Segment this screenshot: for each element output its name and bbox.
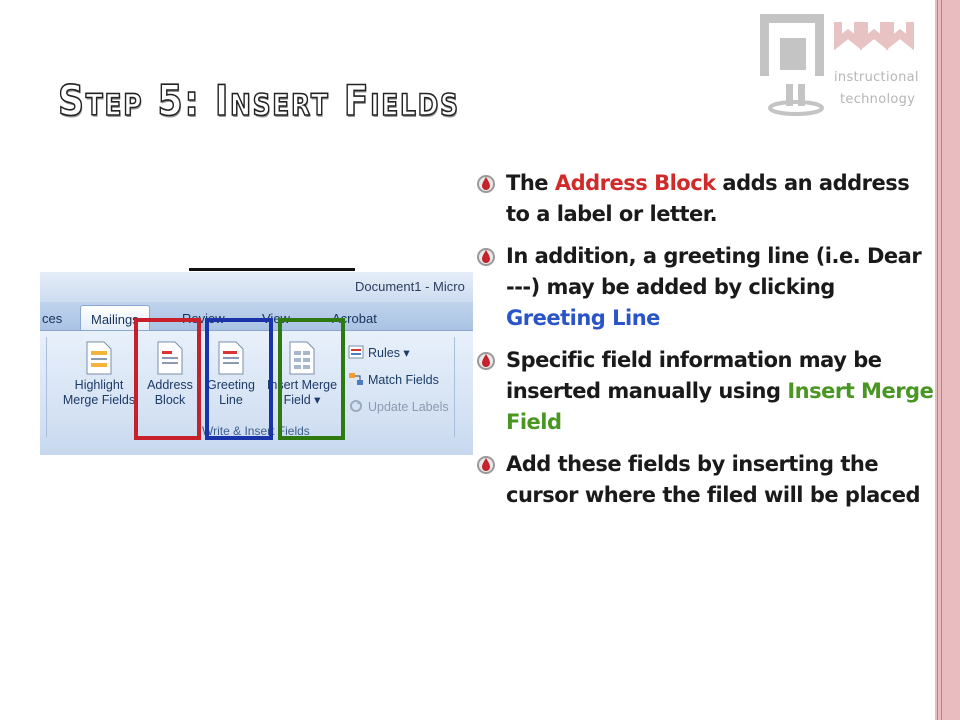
insert-merge-label-line1: Insert Merge — [266, 378, 338, 392]
bullet-1-post: adds an address to a label or letter. — [506, 171, 910, 226]
ribbon-tab-bar: ces Mailings Review View Acrobat — [40, 302, 473, 330]
insert-merge-field-button[interactable]: Insert Merge Field ▾ — [260, 341, 344, 408]
document-title: Document1 - Micro — [355, 279, 465, 294]
address-block-icon — [157, 341, 183, 375]
address-label-line1: Address — [147, 378, 193, 392]
address-block-highlight-box — [134, 318, 201, 440]
tab-mailings[interactable]: Mailings — [80, 305, 150, 330]
tab-view[interactable]: View — [262, 311, 290, 326]
greeting-label-line2: Line — [219, 393, 243, 407]
address-block-button[interactable]: Address Block — [138, 341, 202, 408]
bullet-greeting-line: In addition, a greeting line (i.e. Dear … — [476, 241, 936, 334]
greeting-line-icon — [218, 341, 244, 375]
highlight-merge-fields-icon — [86, 341, 112, 375]
logo-text-line1: instructional — [834, 70, 919, 85]
ribbon-titlebar: Document1 - Micro — [40, 272, 473, 302]
rules-label: Rules ▾ — [368, 346, 410, 360]
insert-merge-label-line2: Field ▾ — [283, 393, 321, 407]
word-ribbon-screenshot: Document1 - Micro ces Mailings Review Vi… — [40, 272, 473, 455]
bullet-add-fields: Add these fields by inserting the cursor… — [476, 449, 936, 511]
droplet-bullet-icon — [477, 352, 495, 370]
rules-icon — [348, 345, 364, 359]
highlight-label-line1: Highlight — [74, 378, 124, 392]
bullet-list: The Address Block adds an address to a l… — [476, 168, 936, 522]
highlight-label-line2: Merge Fields — [62, 393, 136, 407]
tab-review[interactable]: Review — [182, 311, 225, 326]
droplet-bullet-icon — [477, 456, 495, 474]
update-labels-button[interactable]: Update Labels — [348, 399, 449, 414]
rules-button[interactable]: Rules ▾ — [348, 345, 410, 360]
bullet-2-pre: In addition, a greeting line (i.e. Dear … — [506, 244, 922, 299]
bullet-4-pre: Add these fields by inserting the cursor… — [506, 452, 921, 507]
match-fields-button[interactable]: Match Fields — [348, 372, 439, 387]
group-label-write-insert-fields: Write & Insert Fields — [202, 424, 310, 438]
update-labels-icon — [350, 400, 362, 412]
title-underline — [189, 268, 355, 271]
bullet-1-pre: The — [506, 171, 555, 195]
insert-merge-field-highlight-box — [278, 318, 345, 440]
ribbon-separator-right — [454, 337, 455, 437]
bullet-2-highlight: Greeting Line — [506, 306, 660, 330]
droplet-bullet-icon — [477, 248, 495, 266]
greeting-line-highlight-box — [205, 318, 273, 440]
ribbon-separator — [46, 337, 47, 437]
tab-references[interactable]: ces — [42, 311, 63, 326]
droplet-bullet-icon — [477, 175, 495, 193]
bullet-insert-merge-field: Specific field information may be insert… — [476, 345, 936, 438]
instructional-technology-logo-icon — [760, 14, 914, 116]
insert-merge-field-icon — [289, 341, 315, 375]
ribbon-body: Highlight Merge Fields Address Block Gre… — [40, 330, 473, 455]
bullet-1-highlight: Address Block — [554, 171, 716, 195]
bullet-address-block: The Address Block adds an address to a l… — [476, 168, 936, 230]
address-label-line2: Block — [154, 393, 186, 407]
greeting-line-button[interactable]: Greeting Line — [200, 341, 262, 408]
update-labels-label: Update Labels — [368, 400, 449, 414]
logo-text-line2: technology — [840, 92, 916, 107]
highlight-merge-fields-button[interactable]: Highlight Merge Fields — [54, 341, 144, 408]
slide-right-border — [935, 0, 960, 720]
bullet-3-pre: Specific field information may be insert… — [506, 348, 882, 403]
match-fields-label: Match Fields — [368, 373, 439, 387]
bullet-3-highlight: Insert Merge Field — [506, 379, 934, 434]
slide-title: Step 5: Insert Fields — [57, 76, 460, 125]
greeting-label-line1: Greeting — [207, 378, 255, 392]
match-fields-icon — [349, 373, 363, 385]
